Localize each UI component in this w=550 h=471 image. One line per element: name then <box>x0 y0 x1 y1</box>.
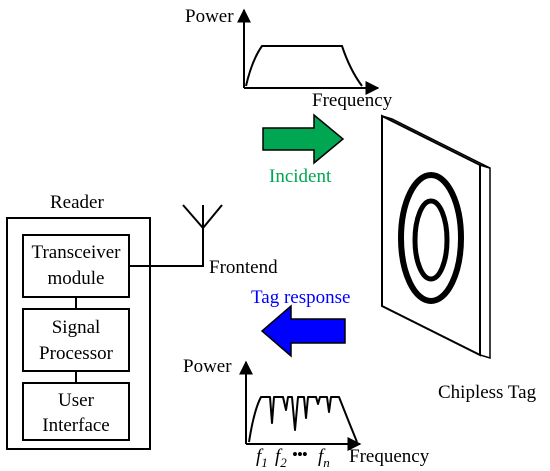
top-plot-x-label: Frequency <box>312 90 393 111</box>
antenna-left-arm <box>182 204 204 229</box>
transceiver-line1: Transceiver <box>32 242 122 263</box>
tag-inner-ring <box>412 198 450 282</box>
transceiver-module-block <box>22 234 130 298</box>
tick-f2: f2 <box>275 446 287 470</box>
processor-line1: Signal <box>52 317 101 338</box>
chipless-tag: Chipless Tag <box>381 114 537 403</box>
interface-line2: Interface <box>42 415 110 436</box>
tick-fn: fn <box>318 446 330 470</box>
tag-response-label: Tag response <box>251 287 350 308</box>
interface-line1: User <box>58 390 95 411</box>
frontend-antenna: Frontend <box>129 204 278 278</box>
tag-response-arrow <box>260 304 346 358</box>
tag-outer-ring <box>398 172 464 304</box>
bottom-plot-x-label: Frequency <box>349 446 430 467</box>
bottom-plot-y-label: Power <box>183 356 232 377</box>
incident-spectrum-curve <box>245 45 363 87</box>
tag-side-face <box>479 163 491 360</box>
tag-label: Chipless Tag <box>438 382 537 403</box>
frontend-label: Frontend <box>209 257 278 278</box>
top-plot-y-label: Power <box>185 6 234 27</box>
signal-processor-block <box>22 308 130 372</box>
user-interface-block <box>22 382 130 441</box>
tick-dots: ••• <box>292 445 307 464</box>
tick-f1: f1 <box>256 446 268 470</box>
transceiver-line2: module <box>48 268 105 289</box>
incident-spectrum-plot: Power Frequency <box>185 6 393 111</box>
feed-line <box>129 228 204 267</box>
incident-signal: Incident <box>262 113 345 187</box>
antenna-right-arm <box>202 204 223 229</box>
response-spectrum-plot: Power Frequency f1 f2 ••• fn <box>183 356 430 470</box>
tag-front-face <box>381 114 481 357</box>
response-spectrum-curve <box>248 396 358 443</box>
incident-arrow <box>262 113 345 165</box>
incident-label: Incident <box>269 166 332 187</box>
reader-title: Reader <box>50 192 104 213</box>
reader: Reader Transceiver module Signal Process… <box>6 192 151 450</box>
processor-line2: Processor <box>39 343 114 364</box>
tag-response-signal: Tag response <box>251 287 350 358</box>
